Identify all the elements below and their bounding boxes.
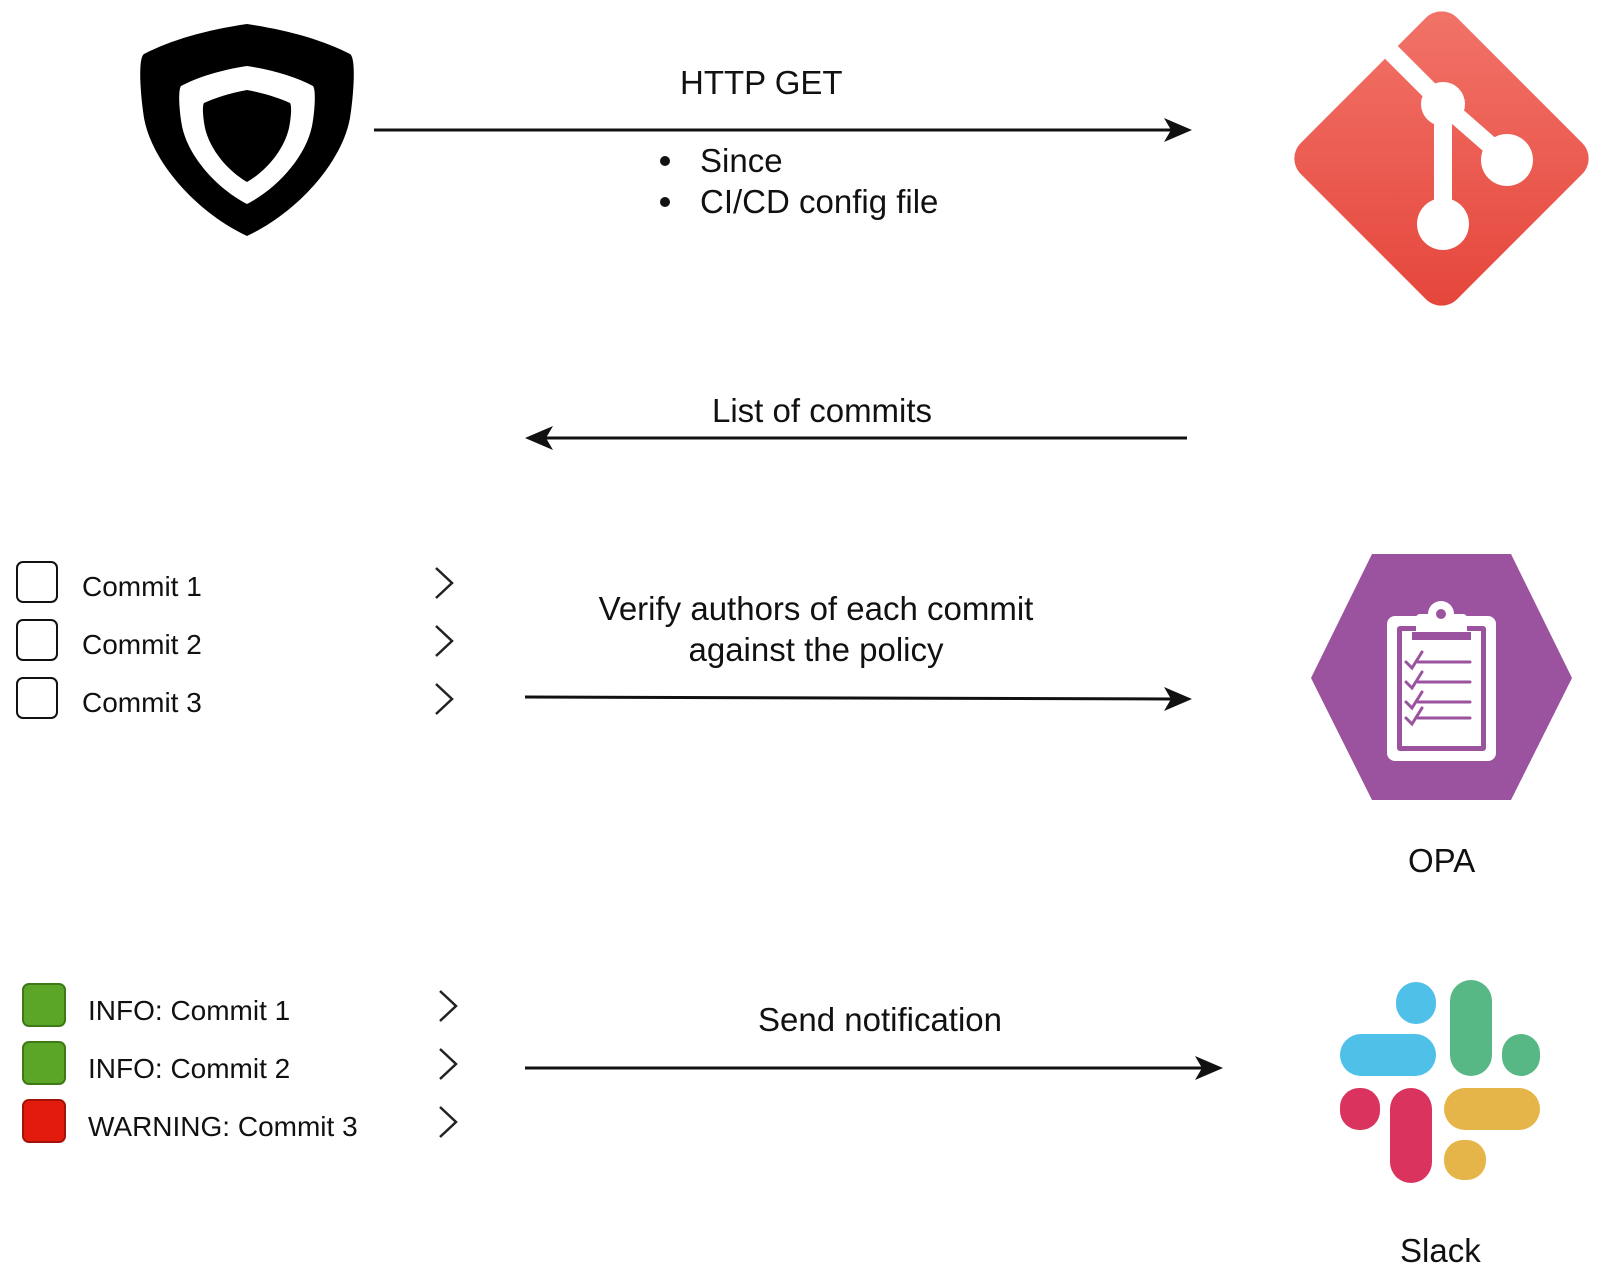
list-commits-arrowhead xyxy=(525,426,553,450)
slack-label: Slack xyxy=(1400,1232,1481,1269)
chevron-right-icon[interactable] xyxy=(432,682,456,716)
http-get-label: HTTP GET xyxy=(680,64,843,101)
bullet-since: Since xyxy=(660,140,938,181)
commit-label: Commit 1 xyxy=(82,571,202,602)
verify-arrow xyxy=(524,695,1173,701)
verify-label: Verify authors of each commit against th… xyxy=(560,588,1072,670)
verify-label-line2: against the policy xyxy=(688,631,944,668)
send-notification-label: Send notification xyxy=(758,1001,1003,1038)
http-get-arrowhead xyxy=(1164,118,1192,142)
git-logo-icon xyxy=(1294,11,1589,306)
verify-label-line1: Verify authors of each commit xyxy=(598,590,1034,627)
chevron-right-icon[interactable] xyxy=(432,566,456,600)
shield-icon xyxy=(140,24,354,236)
opa-icon xyxy=(1311,554,1572,800)
notification-label: WARNING: Commit 3 xyxy=(88,1111,358,1142)
slack-logo-icon xyxy=(1340,980,1540,1183)
commit-checkbox[interactable] xyxy=(16,619,58,661)
chevron-right-icon[interactable] xyxy=(432,624,456,658)
commit-label: Commit 2 xyxy=(82,629,202,660)
warning-status-box xyxy=(22,1099,66,1143)
notification-label: INFO: Commit 2 xyxy=(88,1053,291,1084)
chevron-right-icon[interactable] xyxy=(436,1105,460,1139)
commit-label: Commit 3 xyxy=(82,687,202,718)
clipboard-checklist-icon xyxy=(1387,601,1496,761)
chevron-right-icon[interactable] xyxy=(436,989,460,1023)
notification-label: INFO: Commit 1 xyxy=(88,995,291,1026)
list-of-commits-label: List of commits xyxy=(712,392,933,429)
notify-arrowhead xyxy=(1195,1056,1223,1080)
commit-checkbox[interactable] xyxy=(16,561,58,603)
commit-checkbox[interactable] xyxy=(16,677,58,719)
info-status-box xyxy=(22,983,66,1027)
http-get-bullets: Since CI/CD config file xyxy=(660,140,938,222)
chevron-right-icon[interactable] xyxy=(436,1047,460,1081)
opa-label: OPA xyxy=(1408,842,1476,879)
bullet-cicd-config: CI/CD config file xyxy=(660,181,938,222)
info-status-box xyxy=(22,1041,66,1085)
verify-arrowhead xyxy=(1164,687,1192,711)
